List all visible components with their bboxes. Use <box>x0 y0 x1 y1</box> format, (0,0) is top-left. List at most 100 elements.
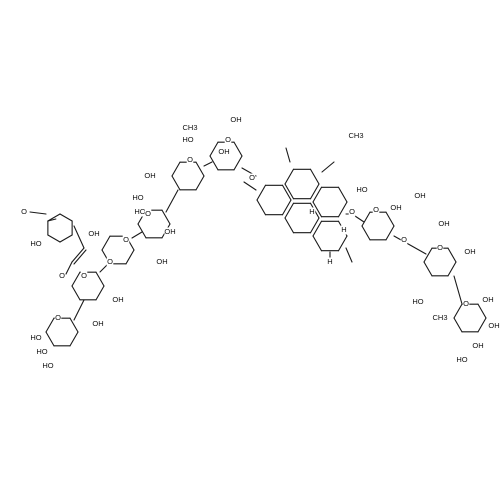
xylose-1-ring-bond <box>161 209 171 225</box>
core-ring-d-bond <box>337 201 348 218</box>
methyl-label-0-bg <box>182 123 198 133</box>
core-ring-c-bond <box>309 217 320 234</box>
hydroxyl-label-22-text: HO <box>456 355 467 364</box>
hydroxyl-label-8-bg <box>182 135 194 145</box>
hydroxyl-label-15-text: OH <box>414 191 425 200</box>
oxygen-label-7-text: O <box>373 205 379 214</box>
oxygen-label-1-text: O <box>55 313 61 322</box>
oxygen-label-2-text: O <box>123 235 129 244</box>
hydrogen-label-1: H <box>340 225 348 235</box>
hydroxyl-label-14-text: HO <box>356 185 367 194</box>
rhamnose-1-ring-bond <box>171 161 181 177</box>
oxygen-label-0-text: O <box>81 271 87 280</box>
glucose-4-ring-bond <box>447 247 457 263</box>
hydroxyl-label-9-text: OH <box>230 115 241 124</box>
ester-o-label-text: O <box>59 271 65 280</box>
core-ring-b-bond <box>284 168 295 185</box>
hydroxyl-label-10-bg <box>218 147 230 157</box>
core-ring-e-bond <box>337 235 348 252</box>
hydroxyl-label-16-bg <box>390 203 402 213</box>
hydroxyl-label-4-text: OH <box>112 295 123 304</box>
phenyl-ring-bond <box>47 234 61 243</box>
core-ring-a-bond <box>281 199 292 216</box>
methyl-label-1: CH3 <box>432 313 448 323</box>
xylose-1-ring-bond <box>137 223 147 239</box>
core-ring-b-bond <box>309 183 320 200</box>
hydroxyl-label-1-text: HO <box>36 347 47 356</box>
hydroxyl-label-10-text: OH <box>218 147 229 156</box>
hydroxyl-label-2-bg <box>42 361 54 371</box>
oxygen-label-6-bg <box>248 173 256 183</box>
methyl-label-0: CH3 <box>182 123 198 133</box>
hydroxyl-label-1: HO <box>36 347 48 357</box>
ring-substituent-bond <box>47 218 57 222</box>
hydroxyl-label-9-bg <box>230 115 242 125</box>
oxygen-label-7-bg <box>372 205 380 215</box>
oxygen-label-9: O <box>436 243 444 253</box>
glucose-ester-ring-bond <box>361 225 371 241</box>
hydrogen-label-1-bg <box>340 225 348 235</box>
methoxy-o-label: O <box>20 207 28 217</box>
hydroxyl-label-9: OH <box>230 115 242 125</box>
hydrogen-label-0-bg <box>308 207 316 217</box>
phenyl-ring-bond <box>59 234 73 243</box>
glucose-3-ring-bond <box>101 235 111 251</box>
vinyl-bond <box>71 247 85 263</box>
hydroxyl-label-5-text: HO <box>134 207 145 216</box>
hydroxyl-label-19: HO <box>412 297 424 307</box>
oxygen-label-2: O <box>122 235 130 245</box>
hydroxyl-label-0-bg <box>30 333 42 343</box>
hydroxyl-label-3-bg <box>92 319 104 329</box>
hydroxyl-label-6: HO <box>132 193 144 203</box>
glucose-1-ring-bond <box>71 271 81 287</box>
hydroxyl-label-18: OH <box>464 247 476 257</box>
hydroxyl-label-10: OH <box>218 147 230 157</box>
hydroxyl-label-0: HO <box>30 333 42 343</box>
hydroxyl-label-11: OH <box>164 227 176 237</box>
oxygen-label-9-text: O <box>437 243 443 252</box>
hydrogen-label-2: H <box>326 257 334 267</box>
methyl-label-2-text: CH3 <box>348 131 363 140</box>
hydroxyl-label-8-text: HO <box>182 135 193 144</box>
hydroxyl-label-7-text: OH <box>144 171 155 180</box>
glycosidic-bond <box>165 189 179 213</box>
methoxy-o-label-text: O <box>21 207 27 216</box>
oxygen-label-0: O <box>80 271 88 281</box>
hydroxyl-label-4-bg <box>112 295 124 305</box>
ester-o-label-bg <box>58 271 66 281</box>
glucose-4-ring-bond <box>423 261 433 277</box>
core-ring-a-bond <box>281 184 292 201</box>
glycosidic-bond <box>453 275 463 305</box>
rhamnose-2-ring-bond <box>477 317 487 333</box>
arabinose-1-ring-bond <box>209 141 219 157</box>
hydroxyl-label-11-text: OH <box>164 227 175 236</box>
hydroxyl-label-7-bg <box>144 171 156 181</box>
glucose-4-ring-bond <box>447 261 457 277</box>
hydroxyl-label-17: OH <box>438 219 450 229</box>
hydroxyl-label-21-bg <box>488 321 500 331</box>
hydroxyl-label-23: OH <box>472 341 484 351</box>
phenyl-ring-bond <box>47 213 61 222</box>
methyl-bond <box>321 161 335 173</box>
hydroxyl-label-20-bg <box>482 295 494 305</box>
oxygen-label-4-bg <box>186 155 194 165</box>
hydroxyl-label-13-bg <box>88 229 100 239</box>
hydroxyl-label-2: HO <box>42 361 54 371</box>
hydroxyl-label-19-text: HO <box>412 297 423 306</box>
arabinose-1-ring-bond <box>233 141 243 157</box>
hydroxyl-label-20-text: OH <box>482 295 493 304</box>
core-ring-d-bond <box>312 186 323 203</box>
hydroxyl-label-19-bg <box>412 297 424 307</box>
core-ring-e-bond <box>312 235 323 252</box>
oxygen-label-5-text: O <box>225 135 231 144</box>
rhamnose-1-ring-bond <box>171 175 181 191</box>
oxygen-label-2-bg <box>122 235 130 245</box>
hydroxyl-label-22: HO <box>456 355 468 365</box>
glucose-1-ring-bond <box>71 285 81 301</box>
rhamnose-1-ring-bond <box>195 175 205 191</box>
oxygen-label-11-bg <box>106 257 114 267</box>
ester-bond <box>65 261 73 275</box>
glucose-4-ring-bond <box>423 247 433 263</box>
hydroxyl-label-7: OH <box>144 171 156 181</box>
oxygen-label-8-bg <box>348 207 356 217</box>
